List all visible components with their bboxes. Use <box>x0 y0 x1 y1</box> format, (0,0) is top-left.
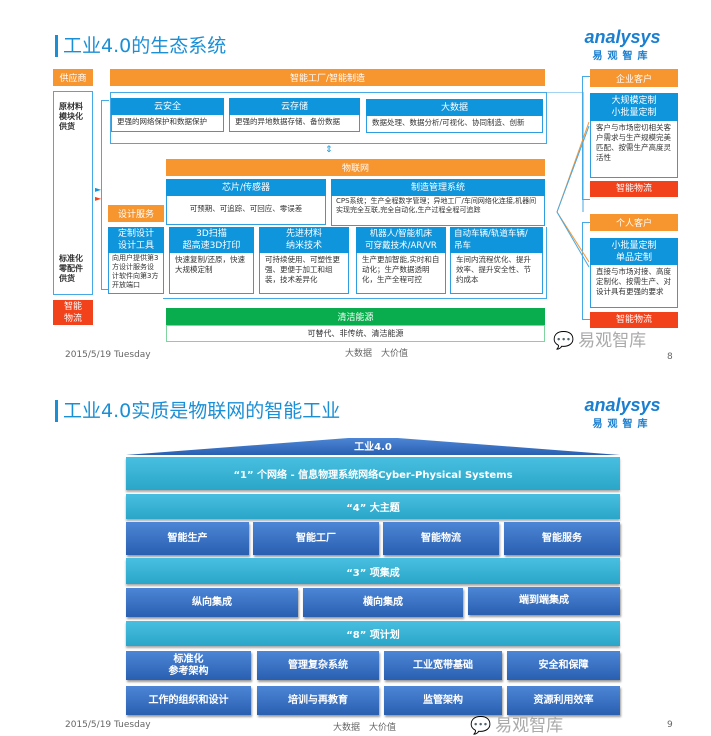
supplier-label: 供应商 <box>53 69 93 86</box>
connector-line <box>101 100 109 290</box>
supplier-item: 标准化 零配件 供货 <box>59 254 83 283</box>
watermark-text: 易观智库 <box>578 331 647 351</box>
supplier-box: 原材料 模块化 供货 标准化 零配件 供货 <box>53 91 93 295</box>
plan-block: 标准化 参考架构 <box>126 651 251 680</box>
watermark-text: 易观智库 <box>495 716 564 736</box>
supplier-item: 原材料 模块化 供货 <box>59 102 83 131</box>
theme-block: 智能物流 <box>383 522 499 555</box>
analysys-logo: analysys 易观智库 <box>575 27 670 62</box>
iot-header: 物联网 <box>166 159 545 176</box>
mes-body: CPS系统；生产全程数字管理；异地工厂/车间网络化连接,机器间实现完全互联,完全… <box>331 196 545 226</box>
cloud-storage-header: 云存储 <box>229 98 360 115</box>
tech-header-robots: 机器人/智能机床 可穿戴技术/AR/VR <box>356 227 446 253</box>
mes-header: 制造管理系统 <box>331 179 545 196</box>
integration-block: 端到端集成 <box>468 587 620 615</box>
chip-sensor-header: 芯片/传感器 <box>166 179 326 196</box>
chip-sensor-body: 可预期、可追踪、可回应、零误差 <box>166 196 326 225</box>
footer-date: 2015/5/19 Tuesday <box>65 720 151 730</box>
footer-slogan: 大数据 大价值 <box>345 349 409 359</box>
clean-energy-body: 可替代、非传统、清洁能源 <box>166 325 545 342</box>
tech-group-line <box>163 227 547 299</box>
slide2-title: 工业4.0实质是物联网的智能工业 <box>55 400 340 422</box>
plan-block: 工作的组织和设计 <box>126 686 251 715</box>
page-number: 9 <box>667 720 673 730</box>
design-service-label: 设计服务 <box>108 205 164 222</box>
smart-factory-header: 智能工厂/智能制造 <box>110 69 545 86</box>
supplier-logistics: 智能 物流 <box>53 300 93 325</box>
enterprise-header: 大规模定制 小批量定制 <box>590 93 678 121</box>
theme-block: 智能生产 <box>126 522 249 555</box>
band-themes: “4” 大主题 <box>126 494 620 519</box>
analysys-logo: analysys 易观智库 <box>575 395 670 430</box>
plan-block: 资源利用效率 <box>507 686 620 715</box>
logo-cn: 易观智库 <box>592 419 653 430</box>
tech-header-vehicles: 自动车辆/轨道车辆/ 吊车 <box>450 227 543 253</box>
clean-energy-header: 清洁能源 <box>166 308 545 325</box>
personal-header: 小批量定制 单品定制 <box>590 238 678 265</box>
wechat-watermark: 💬易观智库 <box>553 331 646 351</box>
integration-block: 横向集成 <box>303 588 463 617</box>
page-number: 8 <box>667 352 673 362</box>
theme-block: 智能服务 <box>504 522 620 555</box>
band-plans: “8” 项计划 <box>126 621 620 646</box>
logo-text: analysys <box>584 27 661 47</box>
wechat-icon: 💬 <box>553 331 575 351</box>
personal-body: 直接与市场对接、高度定制化、按需生产、对设计具有更强的要求 <box>590 265 678 308</box>
tech-body-vehicles: 车间内流程优化、提升效率、提升安全性、节约成本 <box>450 253 543 294</box>
wechat-watermark: 💬易观智库 <box>470 716 563 736</box>
cloud-security-header: 云安全 <box>111 98 224 115</box>
tech-header-3d: 3D扫描 超高速3D打印 <box>169 227 254 253</box>
tech-body-custom-design: 向用户提供第3方设计服务设计软件向第3方开放端口 <box>108 253 164 294</box>
plan-block: 管理复杂系统 <box>257 651 379 680</box>
slide1-title: 工业4.0的生态系统 <box>55 35 226 57</box>
logo-cn: 易观智库 <box>592 51 653 62</box>
footer-slogan: 大数据 大价值 <box>333 723 397 733</box>
arrow-right-icon: ► <box>95 185 102 194</box>
band-integrations: “3” 项集成 <box>126 558 620 584</box>
plan-block: 安全和保障 <box>507 651 620 680</box>
big-data-body: 数据处理、数据分析/可视化、协同制造、创新 <box>366 116 543 133</box>
footer-date: 2015/5/19 Tuesday <box>65 350 151 360</box>
enterprise-logistics: 智能物流 <box>590 181 678 197</box>
tech-body-robots: 生产更加智能,实时和自动化；生产数据透明化，生产全程可控 <box>356 253 446 294</box>
connector-line <box>582 222 590 320</box>
tech-header-custom-design: 定制设计 设计工具 <box>108 227 164 253</box>
tech-header-materials: 先进材料 纳米技术 <box>259 227 349 253</box>
plan-block: 监管架构 <box>384 686 502 715</box>
enterprise-customer-label: 企业客户 <box>590 69 678 87</box>
cloud-storage-body: 更强的异地数据存储、备份数据 <box>229 115 360 132</box>
logo-text: analysys <box>584 395 661 415</box>
roof-label: 工业4.0 <box>354 442 392 453</box>
plan-block: 培训与再教育 <box>257 686 379 715</box>
band-network: “1” 个网络 - 信息物理系统网络Cyber-Physical Systems <box>126 457 620 490</box>
wechat-icon: 💬 <box>470 716 492 736</box>
enterprise-body: 客户与市场密切相关客户需求与生产规模完美匹配、按需生产高度灵活性 <box>590 121 678 178</box>
integration-block: 纵向集成 <box>126 588 298 617</box>
arrow-right-icon: ► <box>95 194 102 203</box>
tech-body-3d: 快速复制/还原，快速大规模定制 <box>169 253 254 294</box>
double-arrow-icon: ⇕ <box>325 145 333 155</box>
tech-body-materials: 可持续使用、可塑性更强、更便于加工和组装，技术差异化 <box>259 253 349 294</box>
theme-block: 智能工厂 <box>253 522 379 555</box>
cloud-group <box>110 92 547 144</box>
plan-block: 工业宽带基础 <box>384 651 502 680</box>
connector-arrows <box>547 92 590 268</box>
cloud-security-body: 更强的网络保护和数据保护 <box>111 115 224 132</box>
personal-logistics: 智能物流 <box>590 312 678 328</box>
personal-customer-label: 个人客户 <box>590 214 678 231</box>
big-data-header: 大数据 <box>366 99 543 116</box>
